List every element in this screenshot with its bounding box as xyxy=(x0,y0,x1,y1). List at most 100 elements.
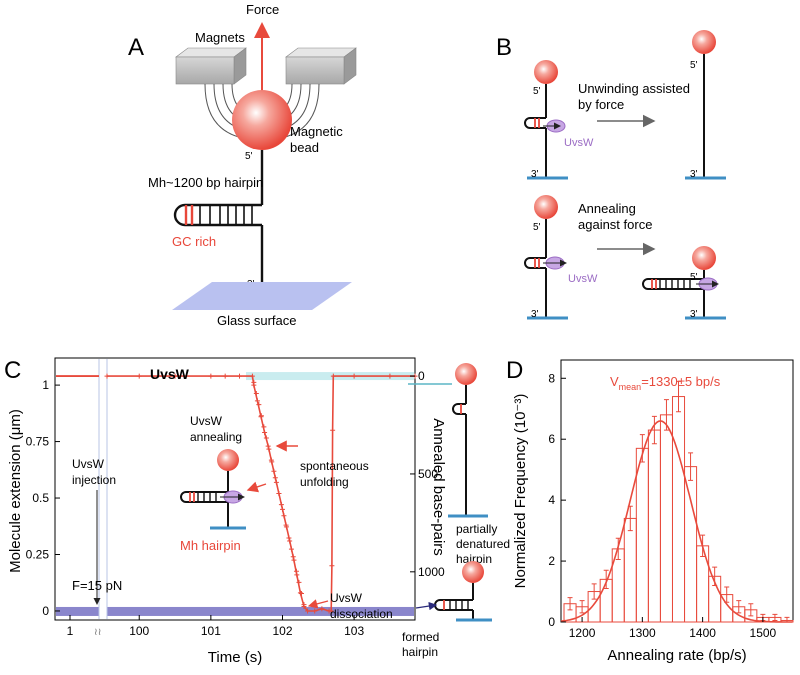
c-x-tick-label: 101 xyxy=(201,624,221,638)
bead-label-2: bead xyxy=(290,140,319,155)
trace-marker xyxy=(271,468,277,474)
trace-marker xyxy=(283,524,289,530)
glass-surface xyxy=(172,282,352,310)
trace-marker xyxy=(278,502,284,508)
trace-marker xyxy=(328,608,334,614)
error-bar xyxy=(579,600,585,614)
trace-marker xyxy=(301,602,307,608)
c-y2-tick-label: 1000 xyxy=(418,565,445,579)
trace-marker xyxy=(172,373,178,379)
d-y-tick-label: 6 xyxy=(548,432,555,446)
trace-marker xyxy=(281,513,287,519)
c-x-tick-label: 100 xyxy=(129,624,149,638)
c-y-tick-label: 0.75 xyxy=(26,435,50,449)
d-y-tick-label: 0 xyxy=(548,615,555,629)
c-y-tick-label: 0.25 xyxy=(26,548,50,562)
annealing-caption-1: Annealing xyxy=(578,201,636,216)
trace-marker xyxy=(258,413,264,419)
enzyme-label-1: UvsW xyxy=(564,137,594,149)
trace-marker xyxy=(272,475,278,481)
force-label: Force xyxy=(246,2,279,17)
gc-rich-label: GC rich xyxy=(172,234,216,249)
trace-marker xyxy=(256,402,262,408)
trace-marker xyxy=(254,398,260,404)
trace-marker xyxy=(288,546,294,552)
partial-label-2: denatured xyxy=(456,537,510,551)
trace-marker xyxy=(263,435,269,441)
error-bar xyxy=(567,597,573,611)
trace-marker xyxy=(298,591,304,597)
error-bar xyxy=(688,452,694,481)
hairpin-label: Mh~1200 bp hairpin xyxy=(148,175,263,190)
plot-d-frame xyxy=(560,359,794,623)
base-pairs xyxy=(199,205,253,225)
vmean-value: =1330±5 bp/s xyxy=(641,374,721,389)
error-bar xyxy=(736,600,742,614)
trace-marker xyxy=(287,538,293,544)
trace-marker xyxy=(249,373,255,379)
dissociation-label-1: UvsW xyxy=(330,591,363,605)
right-magnet xyxy=(285,47,357,85)
trace-marker xyxy=(305,608,311,614)
unwinding-caption-2: by force xyxy=(578,97,624,112)
c-x-tick-label: 103 xyxy=(344,624,364,638)
error-bar xyxy=(651,415,657,445)
unfolded-state-diagram xyxy=(448,363,488,518)
unfolding-label-2: unfolding xyxy=(300,475,349,489)
annealing-pointer xyxy=(246,481,267,493)
trace-marker xyxy=(387,373,393,379)
five-prime-b3: 5' xyxy=(533,222,541,233)
upper-baseline-band xyxy=(246,372,414,381)
c-x-tick-label: 102 xyxy=(272,624,292,638)
vmean-annotation: Vmean=1330±5 bp/s xyxy=(610,374,721,392)
error-bar xyxy=(772,613,778,621)
d-x-tick-label: 1200 xyxy=(569,626,596,640)
trace-marker xyxy=(279,506,285,512)
formed-hairpin-diagram xyxy=(434,561,492,622)
trace-marker xyxy=(351,373,357,379)
five-prime-b1: 5' xyxy=(533,86,541,97)
axis-break-gap xyxy=(99,359,107,619)
trace-marker xyxy=(262,430,268,436)
d-y-tick-label: 2 xyxy=(548,554,555,568)
unwinding-caption-1: Unwinding assisted xyxy=(578,81,690,96)
five-prime-b2: 5' xyxy=(690,60,698,71)
trace-marker xyxy=(296,579,302,585)
error-bar xyxy=(603,569,609,589)
three-prime-b3: 3' xyxy=(531,309,539,320)
c-y-tick-label: 0 xyxy=(42,604,49,618)
trace-marker xyxy=(312,608,318,614)
force-value-label: F=15 pN xyxy=(72,578,122,593)
c-y-ticks: 00.250.50.751 xyxy=(26,378,60,618)
trace-marker xyxy=(265,443,271,449)
c-x-axis-label: Time (s) xyxy=(208,649,262,666)
c-y2-tick-label: 0 xyxy=(418,369,425,383)
surface-label: Glass surface xyxy=(217,313,296,328)
trace-marker xyxy=(319,606,325,612)
error-bar xyxy=(591,583,597,600)
magnetic-bead xyxy=(232,90,292,150)
trace-marker xyxy=(268,457,274,463)
unfolding-label-1: spontaneous xyxy=(300,459,369,473)
trace-marker xyxy=(261,424,267,430)
panel-a: A Magnets Force Magnetic bead 5' xyxy=(128,2,357,328)
trace-marker xyxy=(253,391,259,397)
trace-marker xyxy=(291,557,297,563)
mh-hairpin-label: Mh hairpin xyxy=(180,538,241,553)
trace-marker xyxy=(330,373,336,379)
d-y-tick-label: 4 xyxy=(548,493,555,507)
trace-marker xyxy=(329,563,335,569)
gaussian-fit-curve xyxy=(560,420,793,623)
axis-break-mark: ≀≀ xyxy=(94,627,102,638)
plot-c-frame xyxy=(54,357,416,621)
three-prime-b2: 3' xyxy=(690,169,698,180)
magnets-label: Magnets xyxy=(195,30,245,45)
d-x-tick-label: 1300 xyxy=(629,626,656,640)
d-x-axis-label: Annealing rate (bp/s) xyxy=(607,647,746,664)
dissociation-pointer xyxy=(307,599,329,609)
gc-rich-pairs xyxy=(184,205,194,225)
d-x-tick-label: 1500 xyxy=(750,626,777,640)
